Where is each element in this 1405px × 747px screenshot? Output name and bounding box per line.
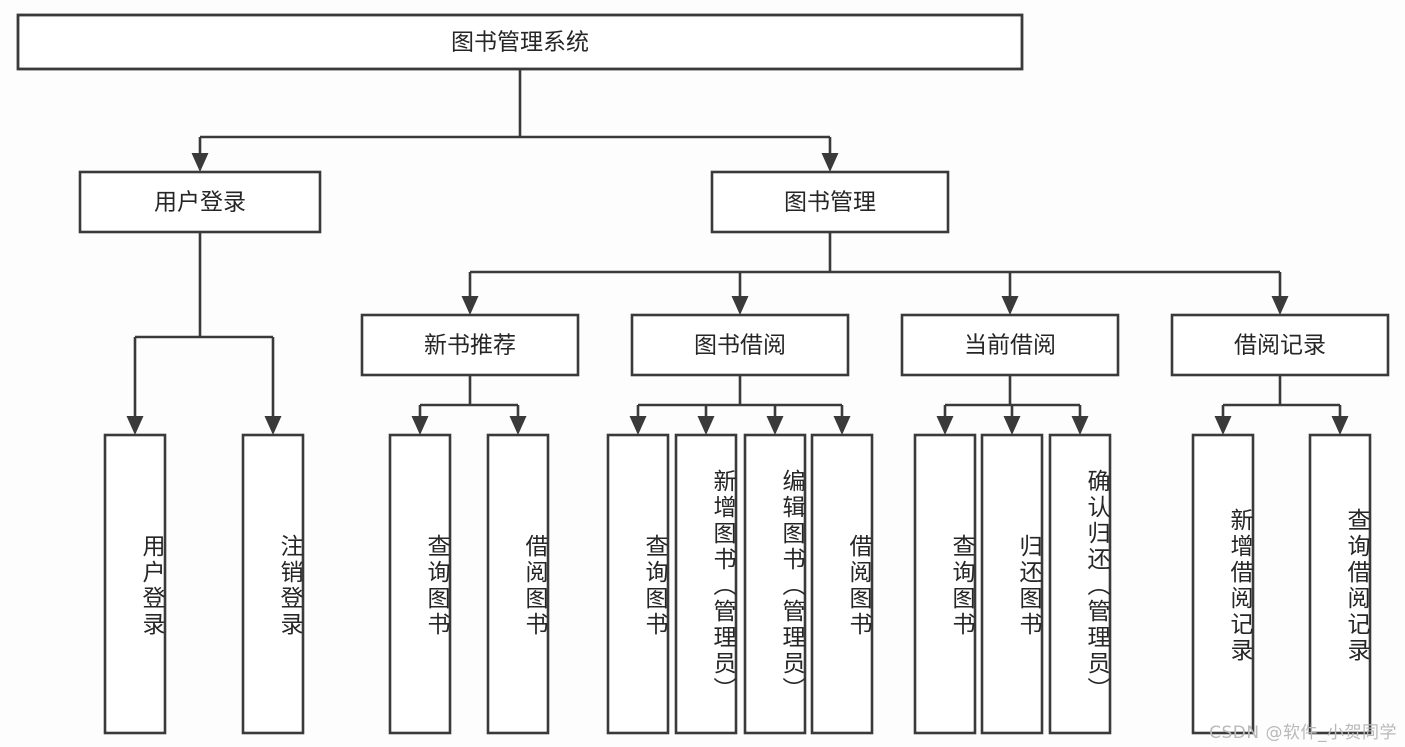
arrow-head-icon (126, 416, 144, 435)
node-leaf-add-book[interactable] (674, 433, 738, 735)
node-book-borrow[interactable] (630, 313, 850, 377)
node-box[interactable] (810, 433, 874, 735)
node-root[interactable] (16, 13, 1024, 71)
node-leaf-borrow-book-2[interactable] (810, 433, 874, 735)
node-box[interactable] (606, 433, 670, 735)
node-label: 当前借阅 (964, 333, 1056, 359)
arrow-head-icon (936, 416, 954, 435)
node-leaf-user-logout[interactable] (241, 433, 305, 735)
arrow-head-icon (1331, 416, 1349, 435)
node-box[interactable] (1048, 433, 1112, 735)
arrow-head-icon (411, 416, 429, 435)
node-box[interactable] (743, 433, 807, 735)
node-current-borrow[interactable] (900, 313, 1120, 377)
node-user-login[interactable] (78, 170, 322, 234)
node-label: 图书管理系统 (451, 30, 589, 56)
arrow-head-icon (833, 416, 851, 435)
node-new-book-rec[interactable] (360, 313, 580, 377)
node-label: 借阅记录 (1234, 333, 1326, 359)
arrow-head-icon (1071, 416, 1089, 435)
node-borrow-record[interactable] (1170, 313, 1390, 377)
node-label: 图书借阅 (694, 333, 786, 359)
node-leaf-query-book-3[interactable] (913, 433, 977, 735)
node-label: 用户登录 (154, 190, 246, 216)
node-box[interactable] (980, 433, 1044, 735)
node-leaf-query-book-2[interactable] (606, 433, 670, 735)
arrow-head-icon (697, 416, 715, 435)
node-leaf-query-book-1[interactable] (388, 433, 452, 735)
node-box[interactable] (78, 170, 322, 234)
watermark-text: CSDN @软件_小贺同学 (1209, 723, 1397, 743)
node-leaf-borrow-book-1[interactable] (486, 433, 550, 735)
node-box[interactable] (486, 433, 550, 735)
node-box[interactable] (360, 313, 580, 377)
node-leaf-return-book[interactable] (980, 433, 1044, 735)
node-leaf-edit-book[interactable] (743, 433, 807, 735)
node-label: 新书推荐 (424, 333, 516, 359)
node-leaf-confirm-return[interactable] (1048, 433, 1112, 735)
arrow-head-icon (1003, 416, 1021, 435)
node-leaf-user-login[interactable] (103, 433, 167, 735)
arrow-head-icon (766, 416, 784, 435)
node-box[interactable] (913, 433, 977, 735)
arrow-head-icon (1001, 296, 1019, 315)
arrow-head-icon (509, 416, 527, 435)
node-box[interactable] (1308, 433, 1372, 735)
node-box[interactable] (900, 313, 1120, 377)
node-leaf-add-record[interactable] (1191, 433, 1255, 735)
node-box[interactable] (1170, 313, 1390, 377)
node-box[interactable] (710, 170, 950, 234)
node-book-manage[interactable] (710, 170, 950, 234)
arrow-head-icon (821, 153, 839, 172)
node-box[interactable] (16, 13, 1024, 71)
node-box[interactable] (1191, 433, 1255, 735)
node-box[interactable] (630, 313, 850, 377)
node-leaf-query-record[interactable] (1308, 433, 1372, 735)
arrow-head-icon (1214, 416, 1232, 435)
arrow-head-icon (461, 296, 479, 315)
arrow-head-icon (264, 416, 282, 435)
node-box[interactable] (103, 433, 167, 735)
arrow-head-icon (191, 153, 209, 172)
node-box[interactable] (674, 433, 738, 735)
node-box[interactable] (241, 433, 305, 735)
arrow-head-icon (1271, 296, 1289, 315)
node-box[interactable] (388, 433, 452, 735)
node-label: 图书管理 (784, 190, 876, 216)
arrow-head-icon (629, 416, 647, 435)
arrow-head-icon (731, 296, 749, 315)
